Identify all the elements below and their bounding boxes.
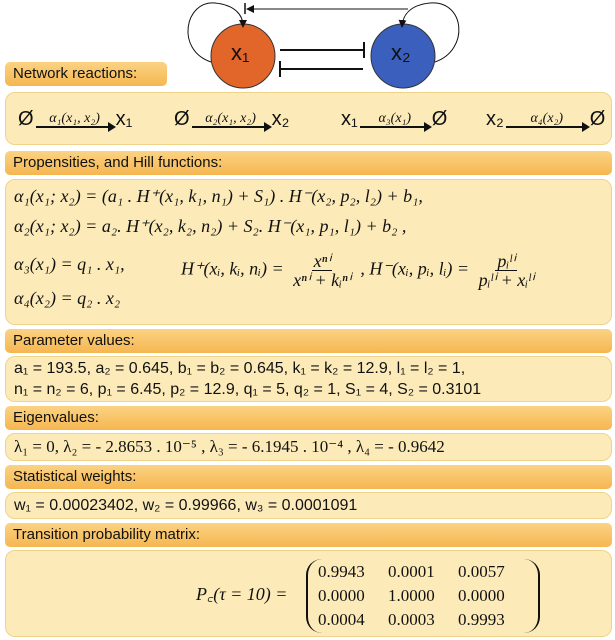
propensities-box: α₁(x₁; x₂) = (a₁ . H⁺(x₁, k₁, n₁) + S₁) … xyxy=(5,179,612,325)
parameters-line-1: a₁ = 193.5, a₂ = 0.645, b₁ = b₂ = 0.645,… xyxy=(14,360,466,377)
inhibition-x2-x1 xyxy=(279,61,363,77)
matrix-cell: 1.0000 xyxy=(388,586,435,605)
matrix-cell: 0.0057 xyxy=(458,562,505,581)
reactions-header: Network reactions: xyxy=(5,62,167,86)
propensity-alpha1: α₁(x₁; x₂) = (a₁ . H⁺(x₁, k₁, n₁) + S₁) … xyxy=(14,186,423,206)
weights-box: w₁ = 0.00023402, w₂ = 0.99966, w₃ = 0.00… xyxy=(5,492,612,519)
parameters-box: a₁ = 193.5, a₂ = 0.645, b₁ = b₂ = 0.645,… xyxy=(5,356,612,402)
parameters-header: Parameter values: xyxy=(5,329,612,353)
inhibition-x1-x2 xyxy=(280,42,365,58)
eigenvalues-text: λ₁ = 0, λ₂ = - 2.8653 . 10⁻⁵ , λ₃ = - 6.… xyxy=(14,437,445,456)
propensity-alpha4: α₄(x₂) = q₂ . x₂ xyxy=(14,288,121,308)
eigenvalues-box: λ₁ = 0, λ₂ = - 2.8653 . 10⁻⁵ , λ₃ = - 6.… xyxy=(5,433,612,461)
matrix-cell: 0.9993 xyxy=(458,610,505,629)
matrix-cell: 0.0004 xyxy=(318,610,365,629)
weights-header: Statistical weights: xyxy=(5,465,612,489)
matrix-cell: 0.9943 xyxy=(318,562,365,581)
propensities-header: Propensities, and Hill functions: xyxy=(5,151,612,175)
transition-matrix: 0.9943 0.0001 0.0057 0.0000 1.0000 0.0000 0.… xyxy=(306,559,540,633)
matrix-cell: 0.0000 xyxy=(458,586,505,605)
self-activation-x2 xyxy=(398,2,460,63)
transition-header: Transition probability matrix: xyxy=(5,523,612,547)
propensity-alpha3: α₃(x₁) = q₁ . x₁, xyxy=(14,254,125,274)
network-diagram xyxy=(187,2,460,89)
eigenvalues-header: Eigenvalues: xyxy=(5,406,612,430)
self-activation-x1 xyxy=(187,2,247,63)
weights-text: w₁ = 0.00023402, w₂ = 0.99966, w₃ = 0.00… xyxy=(14,497,358,514)
matrix-cell: 0.0001 xyxy=(388,562,435,581)
matrix-cell: 0.0000 xyxy=(318,586,365,605)
propensity-alpha2: α₂(x₁; x₂) = a₂. H⁺(x₂, k₂, n₂) + S₂. H⁻… xyxy=(14,216,407,236)
transition-box: P꜀(τ = 10) = 0.9943 0.0001 0.0057 0.0000 1.… xyxy=(5,550,612,637)
node-x1-label: x₁ xyxy=(231,40,250,65)
node-x2-label: x₂ xyxy=(391,40,411,65)
matrix-cell: 0.0003 xyxy=(388,610,435,629)
parameters-line-2: n₁ = n₂ = 6, p₁ = 6.45, p₂ = 12.9, q₁ = … xyxy=(14,381,482,398)
matrix-lhs: P꜀(τ = 10) = xyxy=(196,584,288,604)
